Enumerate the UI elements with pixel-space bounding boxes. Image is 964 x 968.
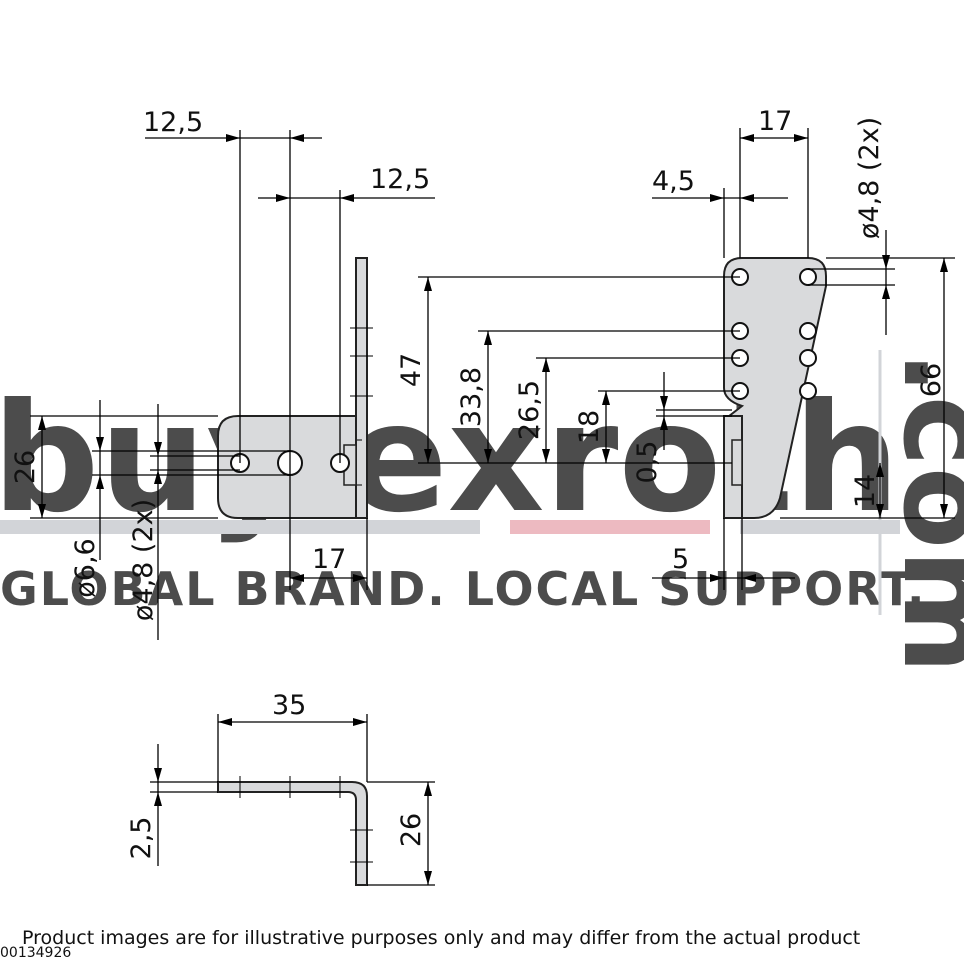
dim-height-0-5: 0,5: [632, 441, 663, 484]
right-view: 17 4,5 ø4,8 (2x) 47 33,8 26,5: [396, 106, 955, 590]
bottom-view: 35 2,5 26: [126, 690, 435, 886]
watermark-tagline: GLOBAL BRAND. LOCAL SUPPORT.: [0, 562, 926, 616]
dim-height-14: 14: [850, 474, 881, 508]
right-hole-6: [799, 349, 817, 367]
dim-hole-large: ø6,6: [70, 538, 101, 597]
dim-bottom-width-35: 35: [272, 690, 306, 721]
left-view: 12,5 12,5 26 ø6,6 ø4,8 (2x) 17: [10, 107, 435, 640]
dim-height-18: 18: [574, 410, 605, 444]
dim-height-33-8: 33,8: [456, 367, 487, 427]
left-vertical-flange: [355, 257, 368, 519]
dim-right-top-17: 17: [758, 106, 792, 137]
product-code: 00134926: [0, 945, 72, 961]
dim-right-bottom-5: 5: [672, 544, 689, 575]
dim-left-height-26: 26: [10, 450, 41, 484]
dim-bottom-thickness: 2,5: [126, 817, 157, 860]
dim-height-26-5: 26,5: [514, 380, 545, 440]
watermark-bar-gray: [0, 520, 480, 534]
dim-height-66: 66: [916, 363, 947, 397]
right-hole-2: [799, 268, 817, 286]
dim-top-left-12-5: 12,5: [143, 107, 203, 138]
right-hole-8: [799, 382, 817, 400]
dim-top-right-12-5: 12,5: [370, 164, 430, 195]
dim-hole-small-left: ø4,8 (2x): [128, 499, 159, 621]
dim-right-offset: 4,5: [652, 166, 695, 197]
bottom-angle-profile: [217, 781, 368, 886]
watermark-bar-red: [510, 520, 710, 534]
right-hole-4: [799, 322, 817, 340]
dim-right-hole: ø4,8 (2x): [854, 117, 885, 239]
dim-left-bottom-17: 17: [312, 544, 346, 575]
dim-bottom-height-26: 26: [396, 813, 427, 847]
dim-height-47: 47: [396, 353, 427, 387]
watermark-bar-gray-2: [740, 520, 900, 534]
watermark-domain: .com: [876, 350, 964, 674]
disclaimer-text: Product images are for illustrative purp…: [22, 927, 861, 949]
